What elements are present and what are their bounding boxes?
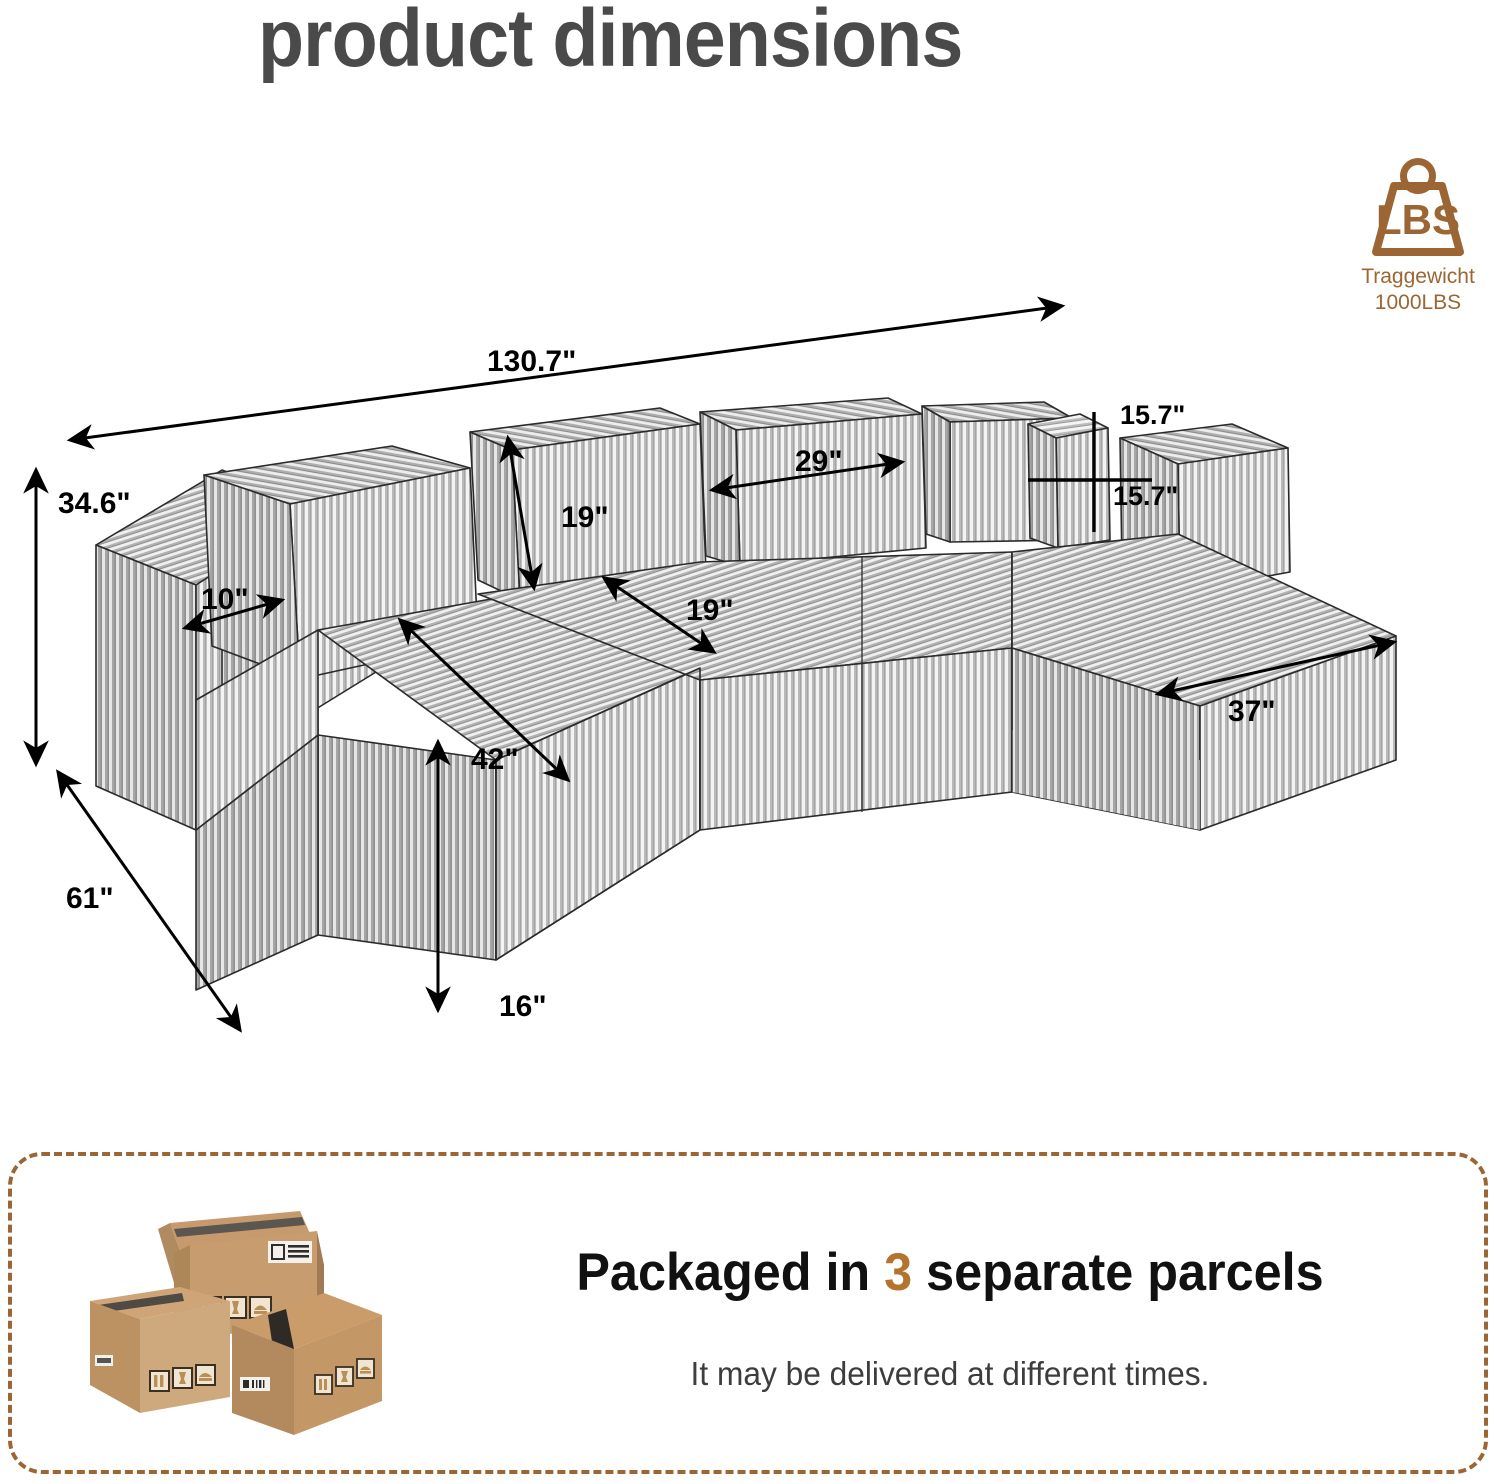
dim-label-chaise-depth: 37": [1228, 695, 1276, 728]
dimline-seat-depth: [601, 576, 717, 654]
packaging-parcel-count: 3: [884, 1243, 913, 1302]
dim-label-throw-pillow-height: 15.7": [1113, 481, 1179, 511]
dim-label-chaise-length: 42": [471, 743, 519, 776]
packaging-headline: Packaged in 3 separate parcels: [447, 1242, 1454, 1303]
weight-badge-label-line1: Traggewicht: [1361, 265, 1475, 288]
packaging-headline-before: Packaged in: [576, 1243, 885, 1302]
dim-label-overall-depth: 61": [66, 882, 114, 915]
dimline-throw-pillow-crosshair: [1028, 412, 1152, 532]
dimline-overall-depth: [56, 769, 242, 1033]
packaging-panel: [8, 1152, 1488, 1474]
dim-label-arm-width: 10": [201, 583, 249, 616]
sofa-illustration: [23, 296, 1398, 1033]
dimline-backrest-height: [499, 434, 543, 592]
dimline-backrest-cushion-width: [708, 452, 906, 500]
dimline-chaise-depth: [1154, 634, 1398, 702]
cardboard-boxes-icon: [90, 1211, 382, 1435]
dim-label-backrest-height: 19": [561, 501, 609, 534]
page-title: product dimensions: [258, 0, 963, 84]
weight-badge-label-line2: 1000LBS: [1374, 290, 1462, 314]
dimline-chaise-length: [397, 617, 571, 783]
dim-label-seat-depth: 19": [686, 594, 734, 627]
svg-text:LBS: LBS: [1376, 196, 1460, 243]
dim-label-throw-pillow-width: 15.7": [1120, 400, 1186, 430]
dim-label-overall-height: 34.6": [58, 487, 131, 520]
packaging-subtext: It may be delivered at different times.: [690, 1355, 1210, 1392]
dim-label-backrest-cushion-width: 29": [795, 445, 843, 478]
dim-label-seat-height: 16": [499, 990, 547, 1023]
dim-label-overall-width: 130.7": [487, 345, 577, 378]
dimline-overall-width: [66, 296, 1066, 450]
weight-capacity-badge: LBS Traggewicht 1000LBS: [1348, 155, 1488, 314]
dimline-arm-width: [181, 594, 286, 634]
packaging-headline-after: separate parcels: [912, 1243, 1324, 1302]
weight-lbs-icon: LBS: [1372, 158, 1464, 256]
